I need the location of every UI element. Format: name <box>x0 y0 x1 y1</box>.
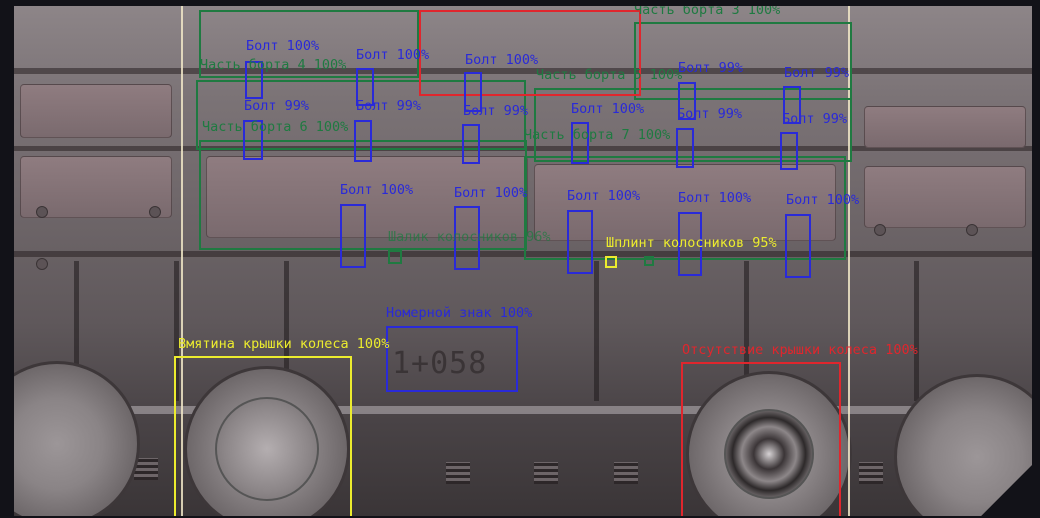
bolt-box[interactable] <box>464 72 482 112</box>
bolt-label: Болт 100% <box>356 47 430 63</box>
grate-pin-2-label: Шплинт колосников 95% <box>606 235 777 251</box>
frame-rib <box>174 261 179 401</box>
spring <box>134 458 158 480</box>
frame-rib <box>74 261 79 401</box>
bolt-box[interactable] <box>571 122 589 164</box>
side-part-6-label: Часть борта 6 100% <box>202 119 349 135</box>
grate-pin-3-box[interactable] <box>644 256 654 266</box>
wheel <box>686 371 852 516</box>
panel-seam <box>14 68 1032 74</box>
frame-rib <box>594 261 599 401</box>
bolt-label: Болт 100% <box>246 38 320 54</box>
grate-pin-1-box[interactable] <box>388 250 402 264</box>
wheel-cover-dent-label: Вмятина крышки колеса 100% <box>178 336 390 352</box>
bolt-box[interactable] <box>783 86 801 124</box>
bolt-label: Болт 99% <box>356 98 422 114</box>
side-part-4-label: Часть борта 4 100% <box>200 57 347 73</box>
bolt-label: Болт 99% <box>244 98 310 114</box>
bolt-box[interactable] <box>356 68 374 106</box>
right-panel <box>864 166 1026 228</box>
bolt-label: Болт 99% <box>678 60 744 76</box>
guide-line <box>848 6 850 516</box>
plate-digits: 1+058 <box>392 346 488 381</box>
wheel-cover <box>215 397 319 501</box>
bolt-box[interactable] <box>780 132 798 170</box>
bolt-label: Болт 100% <box>571 101 645 117</box>
bolt-box[interactable] <box>676 128 694 168</box>
frame-rib <box>284 261 289 401</box>
wheel <box>184 366 350 516</box>
bolt-label: Болт 100% <box>465 52 539 68</box>
wheel-cover-dent-box[interactable] <box>174 356 352 516</box>
rivet <box>966 224 978 236</box>
bolt-box[interactable] <box>354 120 372 162</box>
right-panel <box>864 106 1026 148</box>
bolt-label: Болт 99% <box>782 111 848 127</box>
frame-rib <box>744 261 749 401</box>
wheel-cover-missing-label: Отсутствие крышки колеса 100% <box>682 342 918 358</box>
bolt-box[interactable] <box>567 210 593 274</box>
side-part-3-label: Часть борта 3 100% <box>634 6 781 18</box>
grate-pin-2-box[interactable] <box>605 256 617 268</box>
side-panel <box>206 156 528 238</box>
bolt-box[interactable] <box>243 120 263 160</box>
spring <box>614 462 638 484</box>
bolt-label: Болт 100% <box>340 182 414 198</box>
spring <box>446 462 470 484</box>
sill-edge <box>14 406 1032 414</box>
spring <box>859 462 883 484</box>
bolt-label: Болт 99% <box>784 65 850 81</box>
wheel <box>14 361 140 516</box>
bolt-label: Болт 100% <box>567 188 641 204</box>
wheel-cover-missing-box[interactable] <box>681 362 841 516</box>
rivet <box>36 206 48 218</box>
bolt-box[interactable] <box>340 204 366 268</box>
panel-seam <box>14 251 1032 257</box>
side-part-5-box[interactable] <box>419 10 641 96</box>
side-part-5-label: Часть борта 5 100% <box>536 67 683 83</box>
bolt-label: Болт 99% <box>463 103 529 119</box>
camera-frame: 1+058 Часть борта 3 100% Часть борта 4 1… <box>14 6 1032 516</box>
side-part-7-label: Часть борта 7 100% <box>524 127 671 143</box>
bolt-box[interactable] <box>454 206 480 270</box>
side-part-lower-left-box[interactable] <box>199 140 527 250</box>
side-part-6-box[interactable] <box>196 80 526 150</box>
number-plate-box[interactable] <box>386 326 518 392</box>
bolt-label: Болт 99% <box>677 106 743 122</box>
grate-pin-1-label: Шалик колосников 96% <box>388 229 551 245</box>
bolt-box[interactable] <box>462 124 480 164</box>
frame-rib <box>914 261 919 401</box>
bolt-label: Болт 100% <box>678 190 752 206</box>
side-part-lower-right-box[interactable] <box>524 156 846 260</box>
bolt-label: Болт 100% <box>454 185 528 201</box>
bolt-box[interactable] <box>245 61 263 99</box>
bolt-box[interactable] <box>785 214 811 278</box>
left-panel <box>20 84 172 138</box>
spring <box>534 462 558 484</box>
bolt-box[interactable] <box>678 82 696 120</box>
bolt-box[interactable] <box>678 212 702 276</box>
number-plate-label: Номерной знак 100% <box>386 305 533 321</box>
rivet <box>36 258 48 270</box>
rivet <box>874 224 886 236</box>
rivet <box>149 206 161 218</box>
guide-line <box>181 6 183 516</box>
side-part-3-box[interactable] <box>634 22 852 100</box>
bolt-label: Болт 100% <box>786 192 860 208</box>
wheel-hub-exposed <box>724 409 814 499</box>
side-part-4-box[interactable] <box>199 10 419 78</box>
